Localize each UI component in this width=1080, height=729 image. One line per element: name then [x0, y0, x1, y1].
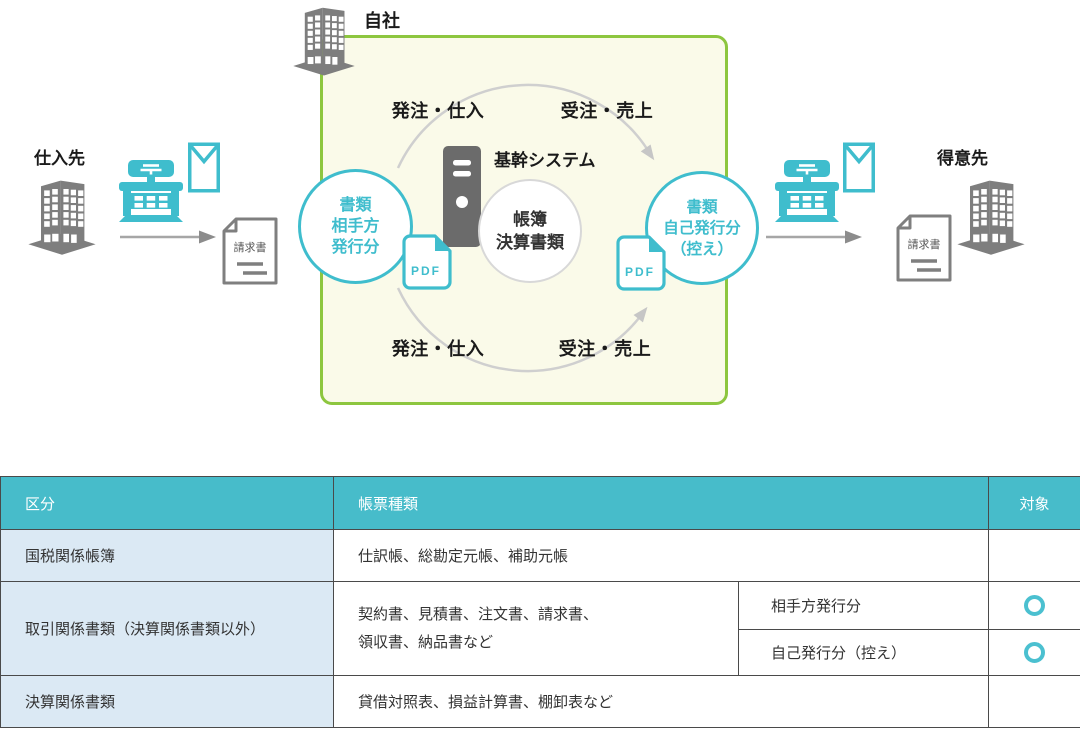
post-office-icon-right [775, 160, 839, 222]
table-row-self-issued: 自己発行分（控え） [1, 629, 1080, 676]
core-system-label: 基幹システム [494, 151, 596, 170]
received-documents-line2: 相手方 [331, 218, 380, 235]
header-category: 区分 [0, 476, 334, 530]
supplier-building-icon [27, 175, 97, 259]
company-label: 自社 [364, 11, 400, 31]
self-issued-line1: 書類 [686, 198, 718, 216]
self-issued-documents-circle: 書類 自己発行分 （控え） [645, 171, 759, 285]
subrow-label-counterparty: 相手方発行分 [737, 581, 990, 630]
self-issued-line2: 自己発行分 [663, 219, 741, 237]
header-target: 対象 [988, 476, 1080, 530]
target-cell-empty [988, 675, 1080, 728]
invoice-label-right: 請求書 [907, 239, 941, 251]
table-header-row: 区分 帳票種類 対象 [0, 476, 1080, 530]
pdf-label: PDF [411, 264, 441, 278]
category-cell: 国税関係帳簿 [0, 529, 334, 582]
server-icon [443, 146, 481, 247]
company-building-icon [292, 2, 356, 80]
envelope-icon-left [188, 142, 220, 193]
table-row-transaction-documents: 取引関係書類（決算関係書類以外） 契約書、見積書、注文書、請求書、 領収書、納品… [0, 581, 1080, 676]
category-cell: 決算関係書類 [0, 675, 334, 728]
table-row-national-tax-books: 国税関係帳簿 仕訳帳、総勘定元帳、補助元帳 [0, 529, 1080, 582]
customer-label: 得意先 [937, 149, 988, 168]
post-office-icon-left [119, 160, 183, 222]
received-documents-line3: 発行分 [331, 239, 380, 256]
target-cell-empty [988, 529, 1080, 582]
supplier-to-company-arrow [120, 229, 216, 245]
flow-label-sales-bottom: 受注・売上 [558, 339, 652, 359]
target-circle-mark [1024, 595, 1046, 616]
envelope-icon-right [843, 142, 875, 193]
pdf-icon-self-issued: PDF [614, 235, 666, 291]
company-to-customer-arrow [766, 229, 862, 245]
flow-label-order-purchase-bottom: 発注・仕入 [391, 339, 485, 359]
pdf-label: PDF [625, 265, 655, 279]
header-doc-types: 帳票種類 [332, 476, 990, 530]
subrow-label-self-issued: 自己発行分（控え） [737, 629, 990, 676]
invoice-document-left: 請求書 [222, 217, 278, 285]
invoice-document-right: 請求書 [896, 214, 952, 282]
invoice-label-left: 請求書 [233, 242, 267, 254]
received-documents-circle: 書類 相手方 発行分 [298, 169, 413, 284]
books-line2: 決算書類 [496, 233, 564, 252]
pdf-icon-received: PDF [400, 234, 452, 290]
documents-line1: 契約書、見積書、注文書、請求書、 [358, 605, 599, 623]
received-documents-line1: 書類 [339, 197, 372, 214]
target-cell [988, 581, 1080, 630]
table-row-settlement-documents: 決算関係書類 貸借対照表、損益計算書、棚卸表など [0, 675, 1080, 728]
self-issued-line3: （控え） [670, 240, 733, 258]
category-cell: 取引関係書類（決算関係書類以外） [0, 581, 334, 676]
target-cell [988, 629, 1080, 676]
customer-building-icon [956, 175, 1026, 259]
books-statements-circle: 帳簿 決算書類 [478, 179, 582, 283]
supplier-label: 仕入先 [34, 149, 85, 168]
target-circle-mark [1024, 642, 1046, 663]
documents-line2: 領収書、納品書など [358, 633, 494, 651]
documents-cell: 貸借対照表、損益計算書、棚卸表など [332, 675, 990, 728]
books-line1: 帳簿 [513, 210, 547, 229]
flow-label-sales-top: 受注・売上 [560, 101, 654, 121]
documents-cell: 仕訳帳、総勘定元帳、補助元帳 [332, 529, 990, 582]
document-category-table: 区分 帳票種類 対象 国税関係帳簿 仕訳帳、総勘定元帳、補助元帳 取引関係書類（… [0, 476, 1080, 728]
documents-cell: 契約書、見積書、注文書、請求書、 領収書、納品書など [333, 581, 739, 676]
flow-label-order-purchase-top: 発注・仕入 [391, 101, 485, 121]
